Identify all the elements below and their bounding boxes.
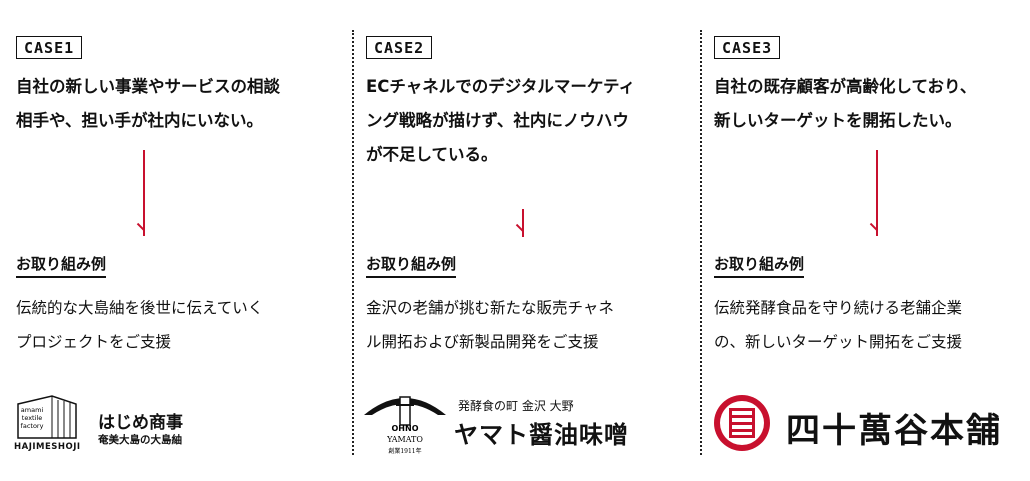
logo-box-line: amami	[21, 406, 44, 414]
example-line: プロジェクトをご支援	[16, 333, 172, 351]
problem-line: 自社の既存顧客が高齢化しており、	[714, 77, 977, 96]
problem-line: 相手や、担い手が社内にいない。	[16, 111, 264, 130]
example-line: の、新しいターゲット開拓をご支援	[714, 333, 963, 351]
circle-crest-icon	[714, 395, 770, 451]
example-line: 伝統的な大島紬を後世に伝えていく	[16, 299, 264, 317]
since-text: 創業1911年	[388, 447, 421, 455]
case-column-3: CASE3 自社の既存顧客が高齢化しており、 新しいターゲットを開拓したい。 お…	[702, 0, 1030, 481]
example-line: 金沢の老舗が挑む新たな販売チャネ	[366, 299, 614, 317]
roof-emblem-icon: OHNO YAMATO 創業1911年	[364, 396, 446, 455]
problem-line: が不足している。	[366, 145, 498, 164]
logo-name: ヤマト醤油味噌	[454, 420, 629, 449]
case-badge: CASE3	[714, 36, 781, 59]
problem-line: 新しいターゲットを開拓したい。	[714, 111, 962, 130]
column-divider-2	[700, 30, 702, 455]
case-problem: 自社の既存顧客が高齢化しており、 新しいターゲットを開拓したい。	[714, 70, 1030, 138]
problem-line: ング戦略が描けず、社内にノウハウ	[366, 111, 629, 130]
down-arrow-icon	[868, 150, 886, 236]
example-description: 伝統発酵食品を守り続ける老舗企業 の、新しいターゲット開拓をご支援	[714, 291, 1030, 359]
logo-box-line: textile	[22, 414, 42, 422]
logo-subname: 奄美大島の大島紬	[98, 434, 182, 446]
case-problem: 自社の新しい事業やサービスの相談 相手や、担い手が社内にいない。	[16, 70, 336, 138]
example-label: お取り組み例	[16, 253, 107, 278]
yamato-logo: OHNO YAMATO 創業1911年 発酵食の町 金沢 大野 ヤマト醤油味噌	[362, 385, 692, 461]
example-description: 金沢の老舗が挑む新たな販売チャネ ル開拓および新製品開発をご支援	[366, 291, 696, 359]
example-label: お取り組み例	[366, 253, 457, 278]
logo-caption: HAJIMESHOJI	[14, 442, 81, 452]
example-line: 伝統発酵食品を守り続ける老舗企業	[714, 299, 963, 317]
example-description: 伝統的な大島紬を後世に伝えていく プロジェクトをご支援	[16, 291, 336, 359]
example-label: お取り組み例	[714, 253, 805, 278]
logo-name: はじめ商事	[98, 413, 183, 433]
roof-text: OHNO	[392, 424, 419, 433]
case-column-1: CASE1 自社の新しい事業やサービスの相談 相手や、担い手が社内にいない。 お…	[0, 0, 350, 481]
shijimaya-logo: 四十萬谷本舗	[712, 393, 1022, 455]
logo-name: 四十萬谷本舗	[786, 411, 1002, 451]
example-line: ル開拓および新製品開発をご支援	[366, 333, 599, 351]
case-badge: CASE2	[366, 36, 433, 59]
hajimeshoji-logo: amami textile factory HAJIMESHOJI はじめ商事 …	[14, 392, 314, 458]
logo-box-line: factory	[21, 422, 44, 430]
down-arrow-icon	[135, 150, 153, 236]
case-problem: ECチャネルでのデジタルマーケティ ング戦略が描けず、社内にノウハウ が不足して…	[366, 70, 696, 172]
brand-small: YAMATO	[386, 435, 423, 444]
case-column-2: CASE2 ECチャネルでのデジタルマーケティ ング戦略が描けず、社内にノウハウ…	[350, 0, 702, 481]
problem-line: 自社の新しい事業やサービスの相談	[16, 77, 280, 96]
problem-line: ECチャネルでのデジタルマーケティ	[366, 77, 636, 96]
down-arrow-icon	[514, 209, 532, 237]
factory-building-icon: amami textile factory	[17, 395, 77, 439]
logo-tagline: 発酵食の町 金沢 大野	[458, 399, 574, 413]
column-divider-1	[352, 30, 354, 455]
case-badge: CASE1	[16, 36, 83, 59]
